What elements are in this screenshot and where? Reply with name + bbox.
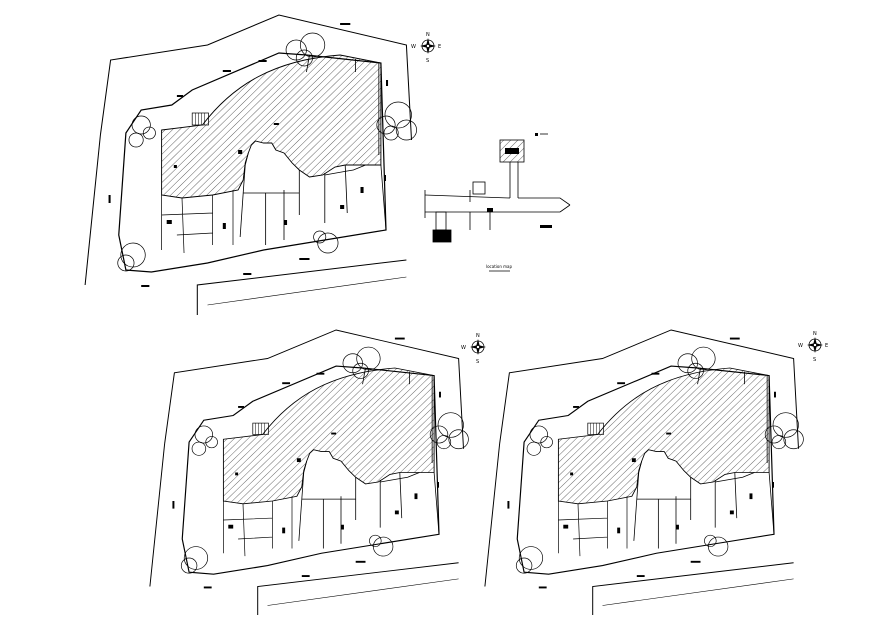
site-plan-top-left: [84, 14, 418, 316]
compass-rose-top: N W E S: [411, 32, 441, 64]
compass-north-label: N: [426, 32, 430, 38]
site-plan-bottom-right: [484, 329, 804, 616]
compass-south-label: S: [476, 359, 479, 365]
compass-west-label: W: [411, 44, 416, 50]
compass-rose-bottom-right: N W E S: [798, 331, 828, 363]
compass-east-label: E: [825, 343, 828, 349]
compass-south-label: S: [426, 58, 429, 64]
compass-east-label: E: [438, 44, 441, 50]
site-plan-bottom-left: [149, 329, 469, 616]
compass-north-label: N: [476, 333, 480, 339]
compass-west-label: W: [461, 345, 466, 351]
compass-west-label: W: [798, 343, 803, 349]
location-map: [424, 133, 571, 243]
location-map-caption: location map: [486, 264, 512, 269]
compass-south-label: S: [813, 357, 816, 363]
compass-north-label: N: [813, 331, 817, 337]
compass-rose-bottom-left: N W S: [461, 333, 487, 365]
